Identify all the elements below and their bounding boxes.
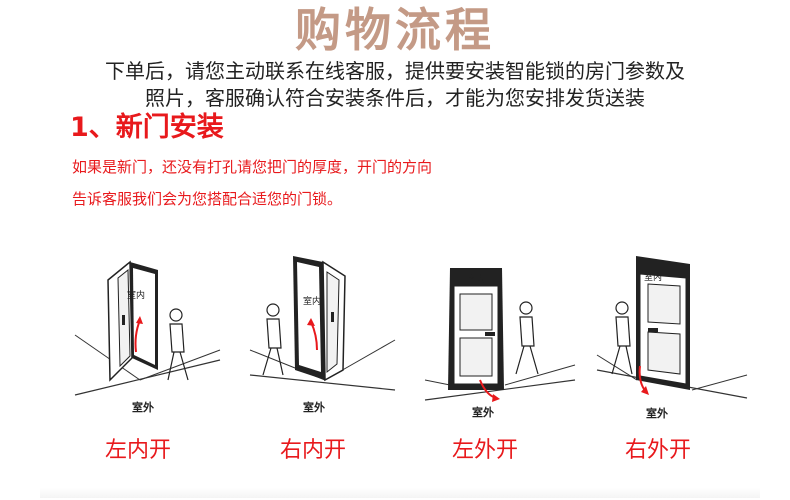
door-left-inward-drawing: 室内 室外 — [74, 260, 221, 414]
section-heading: 1、新门安装 — [70, 112, 224, 143]
door-2-indoor-label: 室内 — [303, 295, 321, 307]
intro-line-2: 照片，客服确认符合安装条件后，才能为您安排发货送装 — [145, 86, 645, 110]
intro-text: 下单后，请您主动联系在线客服，提供要安装智能锁的房门参数及 照片，客服确认符合安… — [20, 58, 770, 112]
door-right-outward-drawing: 室内 室外 — [596, 256, 748, 420]
door-left-outward-drawing: 室内 室外 — [424, 268, 576, 419]
door-1-outdoor-label: 室外 — [132, 400, 154, 414]
door-4-indoor-label: 室内 — [644, 271, 662, 283]
door-4-outdoor-label: 室外 — [646, 406, 668, 420]
door-3-indoor-label: 室内 — [467, 273, 485, 285]
door-illustration-right-outward: 室内 室外 — [592, 240, 752, 425]
door-illustration-left-inward: 室内 室外 — [70, 240, 230, 425]
door-1-indoor-label: 室内 — [127, 289, 145, 301]
intro-line-1: 下单后，请您主动联系在线客服，提供要安装智能锁的房门参数及 — [105, 59, 685, 83]
door-illustration-left-outward: 室内 室外 — [420, 240, 580, 425]
page-title: 购物流程 — [295, 3, 495, 57]
caption-right-inward: 右内开 — [279, 438, 346, 463]
door-2-outdoor-label: 室外 — [303, 400, 325, 414]
caption-right-outward: 右外开 — [624, 438, 691, 463]
door-illustration-right-inward: 室内 室外 — [245, 240, 405, 425]
bottom-fade-divider — [40, 488, 760, 498]
caption-left-inward: 左内开 — [104, 438, 171, 463]
door-3-outdoor-label: 室外 — [472, 405, 494, 419]
door-right-inward-drawing: 室内 室外 — [249, 256, 396, 414]
caption-left-outward: 左外开 — [451, 438, 518, 463]
section-note-line-2: 告诉客服我们会为您搭配合适您的门锁。 — [72, 190, 343, 208]
section-note-line-1: 如果是新门，还没有打孔请您把门的厚度，开门的方向 — [72, 158, 433, 176]
